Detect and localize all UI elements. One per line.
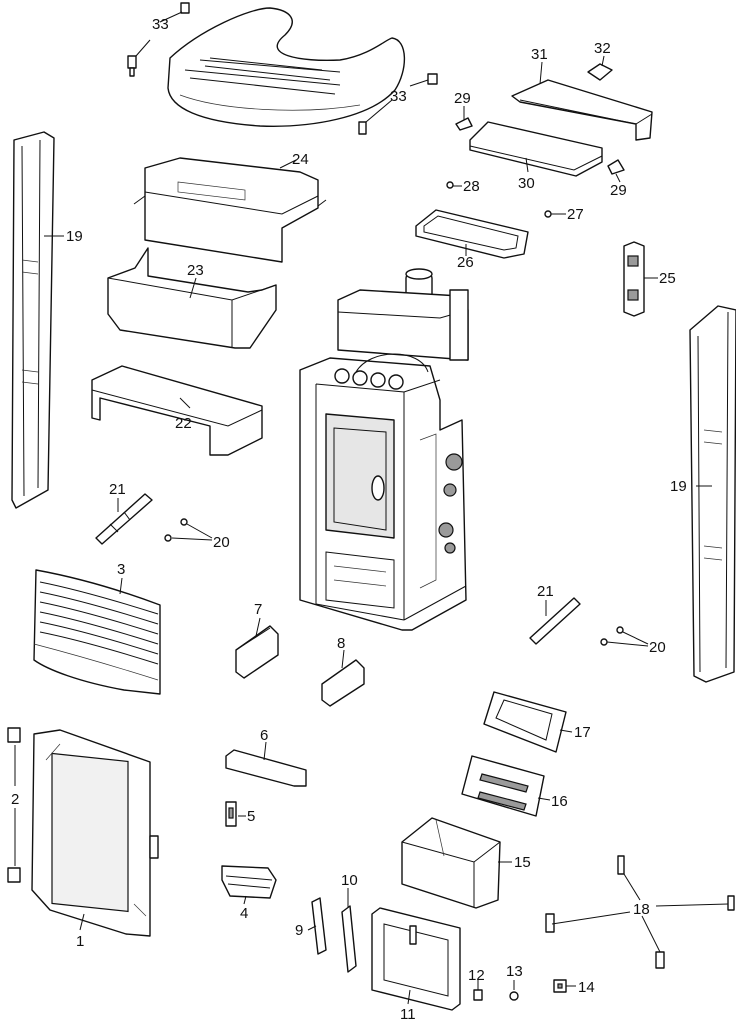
callout-33-top: 33 [152,16,169,33]
callout-11: 11 [400,1006,416,1023]
part-rail-21-left [95,493,153,545]
part-top-cover [167,7,406,127]
part-bracket-23 [107,247,277,349]
callout-27: 27 [567,206,584,223]
callout-25: 25 [659,270,676,287]
callout-6: 6 [260,727,268,744]
part-door [31,729,159,937]
part-bracket-8 [321,659,365,707]
part-bracket-7 [235,625,279,679]
part-screw-28 [446,181,454,189]
callout-28: 28 [463,178,480,195]
part-hinges [7,727,21,883]
callout-23: 23 [187,262,204,279]
part-clips-29 [455,117,625,175]
part-screw-33-left [127,55,137,77]
callout-20-right: 20 [649,639,666,656]
part-burn-pot [221,865,277,899]
callout-13: 13 [506,963,523,980]
part-screws-20-right [600,626,624,646]
callout-1: 1 [76,933,84,950]
part-bracket-9 [311,897,327,955]
callout-16: 16 [551,793,568,810]
callout-21-left: 21 [109,481,126,498]
part-bracket-22 [91,365,263,456]
part-ash-door [371,907,461,1011]
callout-8: 8 [337,635,345,652]
part-bracket-25 [623,241,645,317]
part-bracket-32 [587,63,613,81]
callout-17: 17 [574,724,591,741]
callout-18: 18 [633,901,650,918]
callout-15: 15 [514,854,531,871]
part-rail-6 [225,749,307,787]
part-plate-16 [461,755,545,817]
callout-26: 26 [457,254,474,271]
part-knob-12 [473,989,483,1001]
callout-19-left: 19 [66,228,83,245]
part-plate-30 [469,121,603,177]
part-side-panel-right [689,305,736,683]
part-nut-13 [509,991,519,1001]
callout-9: 9 [295,922,303,939]
callout-14: 14 [578,979,595,996]
callout-7: 7 [254,601,262,618]
part-front-grille [33,569,161,695]
callout-32: 32 [594,40,611,57]
part-top-plate-31 [511,79,653,141]
part-bracket-10 [341,905,357,973]
part-rail-21-right [529,597,581,645]
callout-3: 3 [117,561,125,578]
callout-29-bottom: 29 [610,182,627,199]
callout-33-right: 33 [390,88,407,105]
callout-21-right: 21 [537,583,554,600]
part-gasket-26 [415,209,529,259]
part-ash-box [401,817,501,909]
callout-30: 30 [518,175,535,192]
part-stove-body [299,268,469,631]
callout-22: 22 [175,415,192,432]
part-plate-17 [483,691,567,753]
part-catch-14 [553,979,567,993]
part-screw-33-top [180,2,190,14]
callout-19-right: 19 [670,478,687,495]
part-screws-20-left [164,518,188,542]
callout-31: 31 [531,46,548,63]
part-clip-5 [225,801,237,827]
callout-12: 12 [468,967,485,984]
callout-10: 10 [341,872,358,889]
part-top-frame-24 [133,157,327,263]
callout-20-left: 20 [213,534,230,551]
part-bolts-18 [545,855,735,969]
callout-2: 2 [11,791,19,808]
part-screw-33-right [358,73,438,135]
part-side-panel-left [11,131,55,509]
callout-29-top: 29 [454,90,471,107]
callout-4: 4 [240,905,248,922]
part-screw-27 [544,210,552,218]
callout-24: 24 [292,151,309,168]
callout-5: 5 [247,808,255,825]
